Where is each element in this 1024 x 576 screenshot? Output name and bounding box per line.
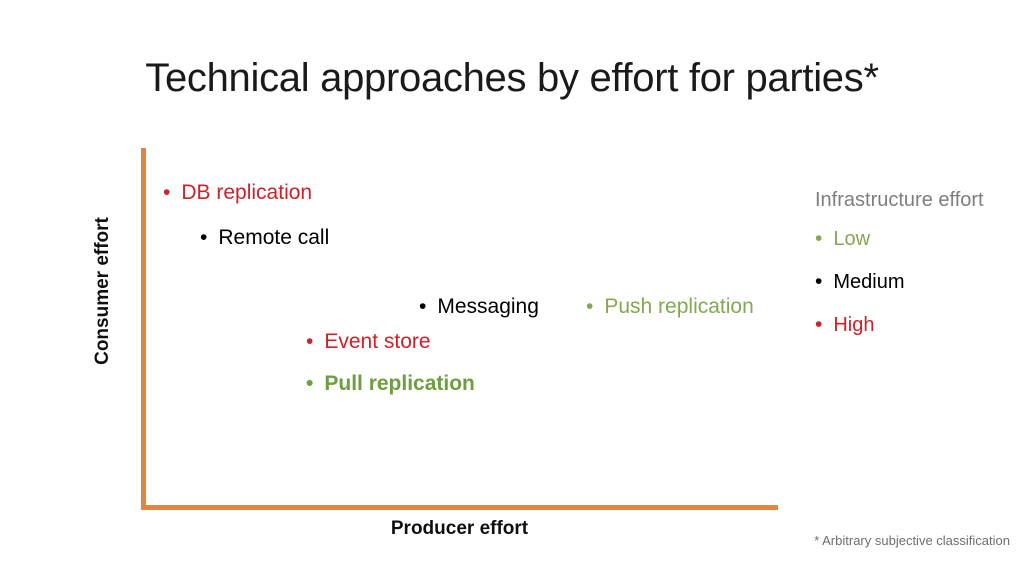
legend-item-label: Low	[833, 228, 871, 250]
plot-item-label: Remote call	[218, 226, 330, 249]
legend-item-label: High	[833, 314, 875, 336]
plot-item-label: Push replication	[604, 295, 754, 318]
plot-item-pull-replication[interactable]: • Pull replication	[306, 373, 475, 394]
plot-item-messaging[interactable]: • Messaging	[419, 296, 539, 317]
plot-item-remote-call[interactable]: • Remote call	[200, 227, 329, 248]
bullet-icon: •	[163, 181, 171, 204]
bullet-icon: •	[586, 295, 594, 318]
footnote: * Arbitrary subjective classification	[814, 533, 1010, 548]
page-title: Technical approaches by effort for parti…	[145, 56, 879, 100]
legend-title: Infrastructure effort	[815, 189, 984, 211]
plot-item-label: Event store	[324, 330, 431, 353]
legend-item-label: Medium	[833, 271, 905, 293]
bullet-icon: •	[306, 372, 314, 395]
plot-item-push-replication[interactable]: • Push replication	[586, 296, 754, 317]
plot-item-event-store[interactable]: • Event store	[306, 331, 431, 352]
plot-item-label: Pull replication	[324, 372, 475, 395]
legend-item-high[interactable]: • High	[815, 314, 1015, 335]
x-axis-label: Producer effort	[390, 518, 529, 539]
plot-item-label: DB replication	[181, 181, 313, 204]
bullet-icon: •	[815, 270, 823, 293]
bullet-icon: •	[419, 295, 427, 318]
plot-item-label: Messaging	[437, 295, 539, 318]
legend: Infrastructure effort • Low • Medium • H…	[815, 185, 1015, 357]
bullet-icon: •	[200, 226, 208, 249]
y-axis-label: Consumer effort	[92, 217, 113, 365]
plot-item-db-replication[interactable]: • DB replication	[163, 182, 312, 203]
y-axis-line	[141, 148, 146, 510]
x-axis-line	[141, 505, 778, 510]
bullet-icon: •	[306, 330, 314, 353]
bullet-icon: •	[815, 313, 823, 336]
legend-item-medium[interactable]: • Medium	[815, 271, 1015, 292]
legend-item-low[interactable]: • Low	[815, 228, 1015, 249]
bullet-icon: •	[815, 227, 823, 250]
